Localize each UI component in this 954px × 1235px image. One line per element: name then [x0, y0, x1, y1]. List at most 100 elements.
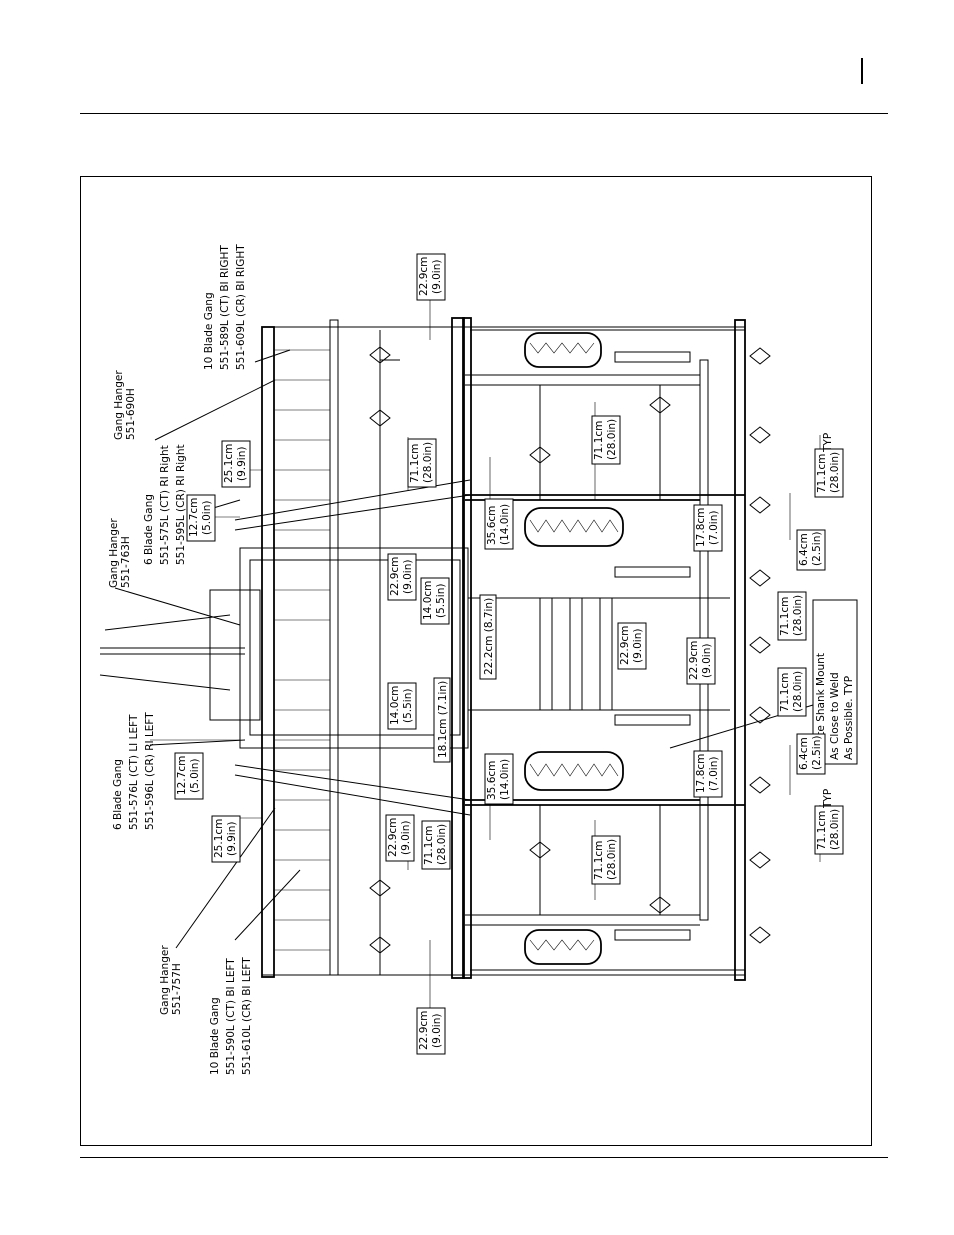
dimension-value: (5.5in)	[435, 584, 447, 618]
dimension-71-1-c: 71.1cm (28.0in)	[777, 591, 807, 641]
dimension-value: 22.2cm (8.7in)	[483, 598, 495, 675]
callout-ten-blade-right: 10 Blade Gang 551-589L (CT) BI RIGHT 551…	[203, 244, 247, 370]
typ-label-a: TYP	[822, 433, 834, 453]
dimension-71-1-e: 71.1cm (28.0in)	[814, 448, 844, 498]
dimension-value: (9.0in)	[632, 629, 644, 663]
dimension-22-9-c: 22.9cm (9.0in)	[617, 622, 647, 670]
dimension-17-8-b: 17.8cm (7.0in)	[693, 750, 723, 798]
callout-line: 551-576L (CT) LI LEFT	[128, 714, 140, 830]
header-rule	[80, 113, 888, 114]
dimension-71-1-a: 71.1cm (28.0in)	[407, 438, 437, 488]
dimension-value: 35.6cm	[486, 506, 498, 545]
callout-line: 551-610L (CR) BI LEFT	[241, 957, 253, 1075]
callout-line: As Possible. TYP	[843, 676, 855, 760]
dimension-value: (28.0in)	[606, 839, 618, 880]
dimension-35-6-a: 35.6cm (14.0in)	[484, 498, 514, 550]
dimension-value: 71.1cm	[779, 597, 791, 636]
callout-shank-mount: Locate Shank Mount As Close to Weld As P…	[812, 599, 858, 765]
dimension-value: (28.0in)	[436, 824, 448, 865]
dimension-6-4-a: 6.4cm (2.5in)	[796, 529, 826, 571]
dimension-71-1-h: 71.1cm (28.0in)	[421, 820, 451, 870]
callout-line: 551-595L (CR) RI Right	[175, 444, 187, 565]
dimension-value: 25.1cm	[213, 819, 225, 858]
dimension-22-9-left: 22.9cm (9.0in)	[385, 814, 415, 862]
tire-left-inner	[524, 751, 624, 791]
typ-label-b: TYP	[822, 789, 834, 809]
dimension-value: 17.8cm	[695, 754, 707, 793]
dimension-value: 6.4cm	[798, 533, 810, 566]
dimension-value: (28.0in)	[829, 809, 841, 850]
dimension-value: (5.0in)	[201, 501, 213, 535]
dimension-35-6-b: 35.6cm (14.0in)	[484, 753, 514, 805]
dimension-value: (9.0in)	[402, 560, 414, 594]
callout-line: Locate Shank Mount	[815, 653, 827, 760]
drawing-frame	[80, 176, 872, 1146]
dimension-value: 71.1cm	[816, 454, 828, 493]
callout-line: 10 Blade Gang	[209, 997, 221, 1075]
dimension-value: (2.5in)	[811, 532, 823, 566]
tire-group	[524, 332, 691, 965]
callout-line: 6 Blade Gang	[143, 494, 155, 565]
dimension-12-7-left: 12.7cm (5.0in)	[174, 752, 204, 800]
dimension-value: (2.5in)	[811, 736, 823, 770]
dimension-18-1: 18.1cm (7.1in)	[433, 677, 451, 763]
dimension-value: 71.1cm	[779, 673, 791, 712]
dimension-value: (7.0in)	[708, 511, 720, 545]
dimension-value: (9.0in)	[701, 644, 713, 678]
dimension-value: 22.9cm	[418, 1011, 430, 1050]
dimension-value: 18.1cm (7.1in)	[437, 681, 449, 758]
dimension-value: (7.0in)	[708, 757, 720, 791]
dimension-value: 71.1cm	[593, 421, 605, 460]
dimension-22-9-center: 22.9cm (9.0in)	[387, 553, 417, 601]
dimension-value: (28.0in)	[792, 671, 804, 712]
dimension-value: 71.1cm	[409, 444, 421, 483]
dimension-14-0-a: 14.0cm (5.5in)	[420, 577, 450, 625]
dimension-6-4-b: 6.4cm (2.5in)	[796, 733, 826, 775]
dimension-value: (14.0in)	[499, 504, 511, 545]
callout-gang-hanger-690: Gang Hanger 551-690H	[113, 370, 137, 440]
dimension-71-1-d: 71.1cm (28.0in)	[777, 667, 807, 717]
dimension-value: 17.8cm	[695, 508, 707, 547]
dimension-22-2: 22.2cm (8.7in)	[479, 594, 497, 680]
dimension-12-7-right: 12.7cm (5.0in)	[186, 494, 216, 542]
callout-line: 551-575L (CT) RI Right	[159, 445, 171, 565]
callout-line: Gang Hanger	[113, 370, 125, 440]
dimension-value: (5.5in)	[402, 689, 414, 723]
dimension-value: 35.6cm	[486, 761, 498, 800]
dimension-value: 22.9cm	[688, 641, 700, 680]
dimension-value: (14.0in)	[499, 759, 511, 800]
dimension-value: (28.0in)	[829, 452, 841, 493]
callout-line: 551-590L (CT) BI LEFT	[225, 958, 237, 1075]
dimension-value: 6.4cm	[798, 737, 810, 770]
callout-line: 551-757H	[171, 963, 183, 1015]
dimension-22-9-top-right: 22.9cm (9.0in)	[416, 253, 446, 301]
dimension-71-1-f: 71.1cm (28.0in)	[814, 805, 844, 855]
callout-line: 10 Blade Gang	[203, 292, 215, 370]
dimension-value: 71.1cm	[816, 811, 828, 850]
dimension-14-0-b: 14.0cm (5.5in)	[387, 682, 417, 730]
dimension-22-9-d: 22.9cm (9.0in)	[686, 637, 716, 685]
dimension-value: 12.7cm	[176, 756, 188, 795]
dimension-value: (9.0in)	[431, 260, 443, 294]
dimension-value: (28.0in)	[422, 442, 434, 483]
leader-lines	[114, 349, 814, 949]
typ-text: TYP	[822, 433, 834, 453]
dimension-71-1-g: 71.1cm (28.0in)	[591, 835, 621, 885]
callout-gang-hanger-757: Gang Hanger 551-757H	[159, 945, 183, 1015]
dimension-value: 22.9cm	[389, 557, 401, 596]
dimension-22-9-bottom-left: 22.9cm (9.0in)	[416, 1007, 446, 1055]
header-page-tick	[861, 58, 863, 84]
dimension-value: 12.7cm	[188, 498, 200, 537]
callout-line: Gang Hanger	[108, 518, 120, 588]
footer-rule	[80, 1157, 888, 1158]
callout-line: 551-609L (CR) BI RIGHT	[235, 244, 247, 370]
dimension-value: 22.9cm	[387, 818, 399, 857]
typ-text: TYP	[822, 789, 834, 809]
dimension-value: (9.0in)	[431, 1014, 443, 1048]
callout-line: 6 Blade Gang	[112, 759, 124, 830]
dimension-value: 14.0cm	[389, 686, 401, 725]
tire-right-outer	[524, 332, 602, 368]
dimension-value: 14.0cm	[422, 581, 434, 620]
dimension-value: (9.0in)	[400, 821, 412, 855]
